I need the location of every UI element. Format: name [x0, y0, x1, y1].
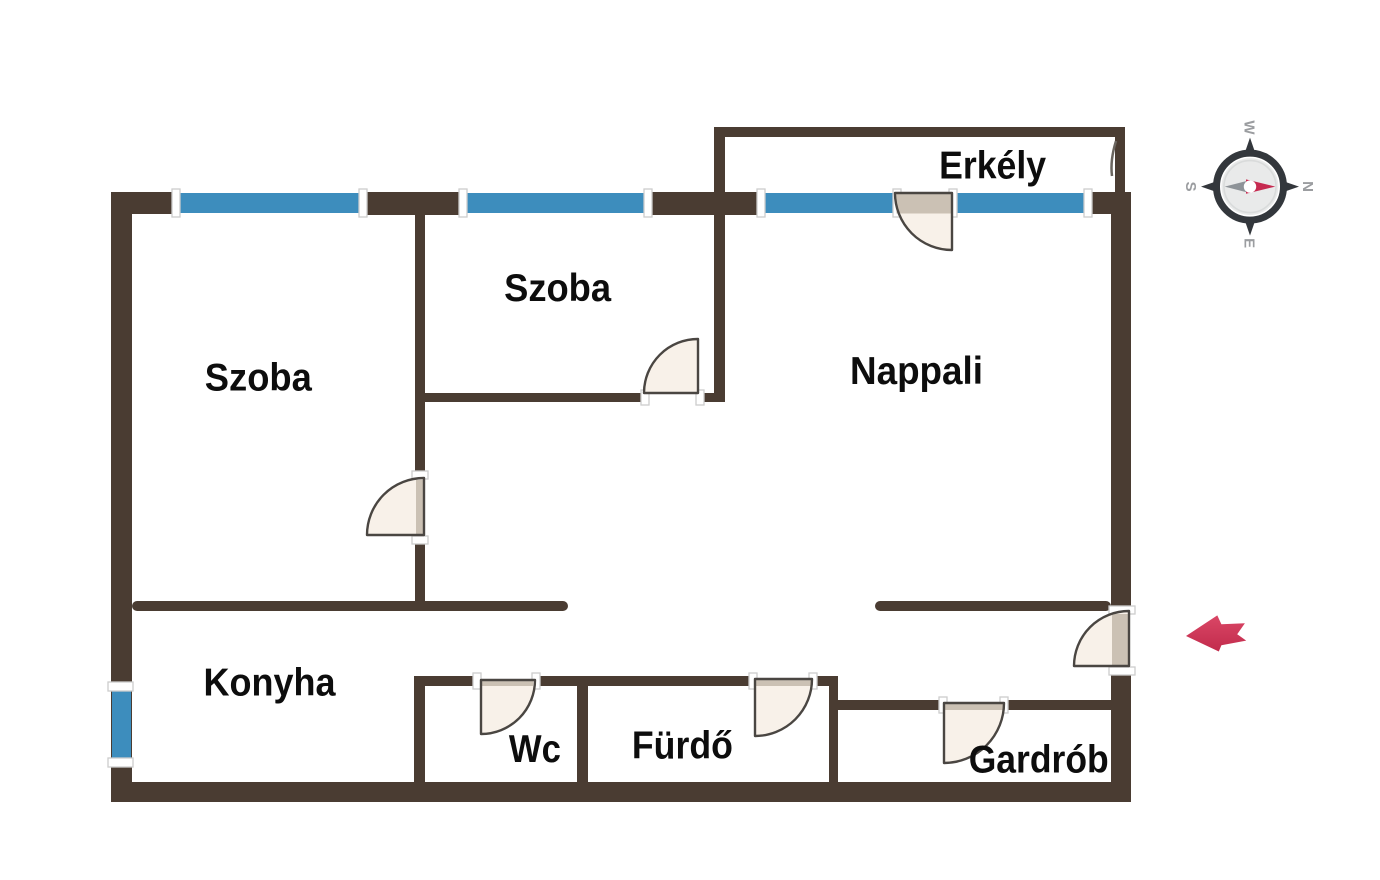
svg-text:Wc: Wc	[509, 728, 561, 771]
svg-text:Gardrób: Gardrób	[969, 739, 1109, 782]
svg-text:Fürdő: Fürdő	[632, 724, 733, 767]
svg-text:W: W	[1241, 120, 1258, 135]
svg-text:Nappali: Nappali	[850, 350, 983, 393]
svg-text:N: N	[1299, 181, 1316, 192]
svg-text:S: S	[1182, 182, 1199, 192]
svg-text:Szoba: Szoba	[205, 357, 312, 400]
svg-text:Konyha: Konyha	[204, 662, 336, 705]
svg-text:E: E	[1241, 238, 1258, 248]
svg-text:Szoba: Szoba	[504, 267, 611, 310]
svg-text:Erkély: Erkély	[939, 145, 1046, 188]
